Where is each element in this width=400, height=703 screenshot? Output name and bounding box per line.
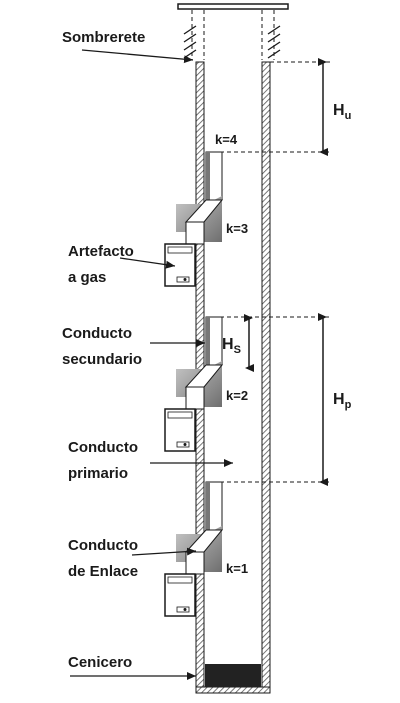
level-k4: k=4 (215, 132, 238, 147)
dimension-hs: HS (222, 336, 241, 356)
sombrerete-arrow (81, 49, 194, 64)
enlace-arrow (131, 547, 197, 556)
secondary-duct-level-3 (176, 151, 224, 245)
level-k2: k=2 (226, 388, 248, 403)
gas-appliance-level-2 (164, 408, 196, 452)
level-k3: k=3 (226, 221, 248, 236)
secondary-duct-level-2 (176, 316, 224, 410)
label-artefacto-line1: Artefacto (68, 243, 134, 260)
label-sombrerete: Sombrerete (62, 29, 145, 46)
label-secundario-line1: Conducto (62, 325, 132, 342)
label-enlace-line1: Conducto (68, 537, 138, 554)
secondary-duct-level-1 (176, 481, 224, 575)
label-enlace-line2: de Enlace (68, 563, 138, 580)
dimension-hu: Hu (333, 102, 351, 122)
label-primario-line1: Conducto (68, 439, 138, 456)
ash-pit (205, 664, 261, 687)
gas-appliance-level-1 (164, 573, 196, 617)
label-artefacto-line2: a gas (68, 269, 106, 286)
level-k1: k=1 (226, 561, 248, 576)
cap-sombrerete (177, 3, 289, 60)
label-primario-line2: primario (68, 465, 128, 482)
label-cenicero: Cenicero (68, 654, 132, 671)
label-secundario-line2: secundario (62, 351, 142, 368)
dimension-hp: Hp (333, 391, 352, 411)
artefacto-arrow (119, 257, 176, 269)
